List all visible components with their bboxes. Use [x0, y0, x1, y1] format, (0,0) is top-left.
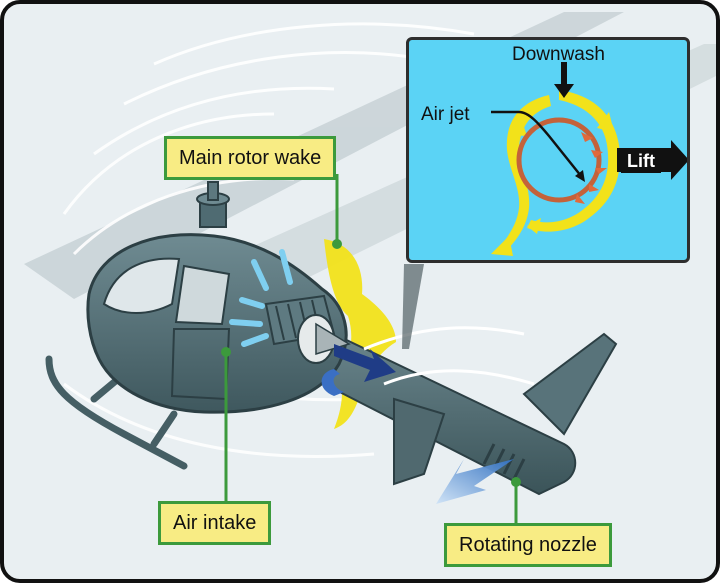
air-jet-arrows: [575, 132, 607, 204]
label-rotating-nozzle: Rotating nozzle: [444, 523, 612, 567]
label-air-jet: Air jet: [421, 104, 470, 125]
downwash-flow-right: [527, 90, 620, 232]
label-main-rotor-wake: Main rotor wake: [164, 136, 337, 180]
callout-anchor-dots: [221, 239, 521, 487]
internal-flow-arrow: [334, 344, 396, 382]
label-air-intake: Air intake: [158, 501, 272, 545]
boom-cross-section: [516, 117, 602, 203]
air-jet-leader: [491, 110, 582, 177]
rotor-mast: [196, 181, 230, 228]
recirculation-arrow: [321, 369, 344, 396]
downwash-arrowheads: [491, 112, 614, 256]
inset-projection: [402, 264, 424, 349]
callout-leaders: [224, 174, 518, 523]
intake-airflow-lines: [229, 249, 293, 347]
air-jet-leader-head: [575, 170, 585, 182]
downwash-arrow-shaft: [561, 62, 567, 84]
label-lift: Lift: [621, 148, 661, 173]
downwash-arrow-head: [554, 84, 574, 98]
cockpit-window: [102, 257, 181, 314]
fan-cone: [297, 314, 351, 364]
cabin-window: [174, 264, 231, 326]
rotor-swirl-lines: [62, 22, 475, 458]
label-downwash: Downwash: [512, 44, 605, 65]
tail-boom-cross-section-inset: Downwash Air jet Lift: [406, 37, 690, 263]
tail-fin-left: [393, 397, 446, 486]
tail-airflow-lines: [363, 326, 535, 386]
tail-fin-right: [522, 332, 618, 436]
nozzle-thrust-arrow: [436, 459, 514, 504]
